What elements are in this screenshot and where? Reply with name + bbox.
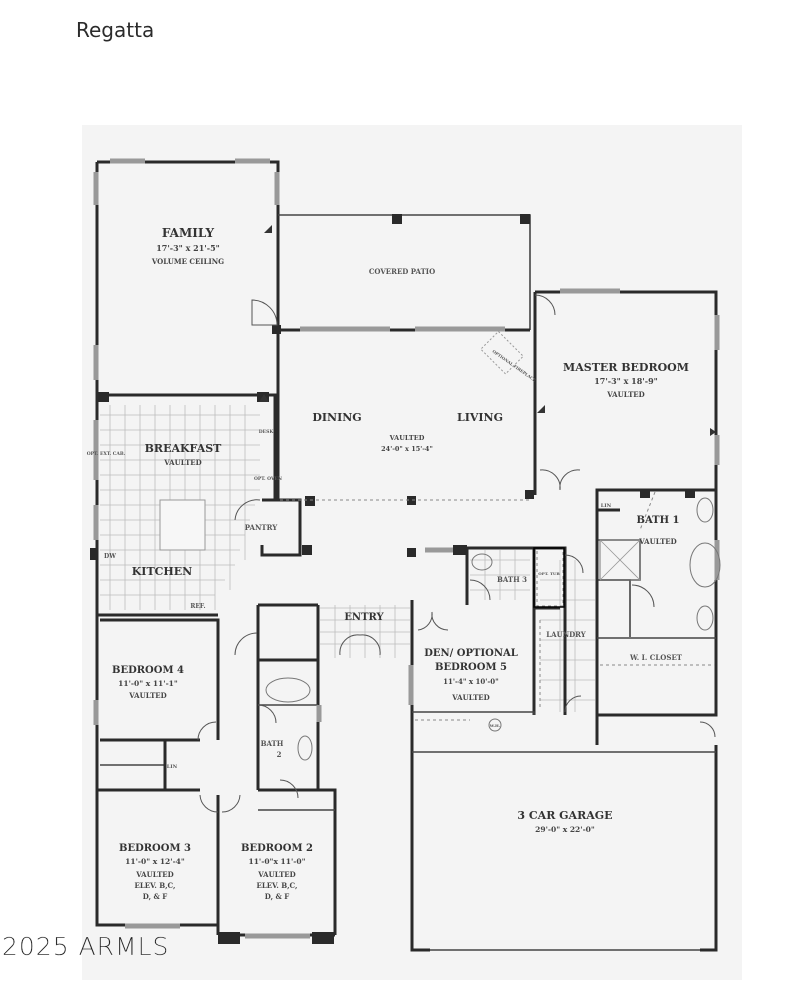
dining-living-note: VAULTED bbox=[389, 434, 425, 442]
bedroom3-dims: 11'-0" x 12'-4" bbox=[125, 857, 185, 866]
bath2-label-2: 2 bbox=[277, 750, 282, 759]
bedroom2-note: VAULTED bbox=[257, 870, 295, 879]
family-note: VOLUME CEILING bbox=[151, 257, 224, 266]
bedroom2-elev1: ELEV. B,C, bbox=[257, 881, 298, 890]
dashed-outlines bbox=[280, 499, 715, 721]
floor-plan: FAMILY 17'-3" x 21'-5" VOLUME CEILING CO… bbox=[82, 125, 742, 980]
den-label: DEN/ OPTIONAL bbox=[424, 648, 518, 659]
pantry-label: PANTRY bbox=[245, 523, 278, 532]
den-note: VAULTED bbox=[451, 693, 489, 702]
kitchen-tile-grid bbox=[100, 405, 260, 610]
lin-label: LIN bbox=[167, 764, 178, 770]
master-linen-label: LIN bbox=[601, 503, 612, 509]
bedroom2-dims: 11'-0"x 11'-0" bbox=[248, 857, 305, 866]
doors bbox=[197, 294, 716, 813]
living-label: LIVING bbox=[457, 411, 503, 424]
master-bedroom-note: VAULTED bbox=[606, 390, 644, 399]
floor-plan-drawing: FAMILY 17'-3" x 21'-5" VOLUME CEILING CO… bbox=[87, 158, 721, 952]
garage-dims: 29'-0" x 22'-0" bbox=[535, 825, 595, 834]
opt-oven-label: OPT. OVEN bbox=[254, 476, 282, 482]
bath2-label: BATH bbox=[261, 739, 284, 748]
breakfast-label: BREAKFAST bbox=[145, 442, 223, 455]
bath1-label: BATH 1 bbox=[637, 515, 680, 526]
kitchen-label: KITCHEN bbox=[132, 565, 192, 578]
covered-patio-label: COVERED PATIO bbox=[369, 267, 435, 276]
den-dims: 11'-4" x 10'-0" bbox=[443, 677, 499, 686]
copyright-watermark: 2025 ARMLS bbox=[2, 932, 170, 961]
dining-label: DINING bbox=[312, 411, 361, 424]
laundry-label: LAUNDRY bbox=[546, 630, 587, 639]
wi-closet-label: W. I. CLOSET bbox=[629, 653, 683, 662]
bedroom3-label: BEDROOM 3 bbox=[119, 843, 191, 854]
bath3-label: BATH 3 bbox=[497, 575, 527, 584]
fixtures bbox=[259, 225, 721, 761]
family-label: FAMILY bbox=[162, 226, 215, 240]
fixture-labels: DESK OPT. OVEN OPT. EXT. CAB. DW REF. LI… bbox=[87, 429, 612, 770]
page-title: Regatta bbox=[76, 18, 155, 42]
garage-label: 3 CAR GARAGE bbox=[517, 809, 612, 822]
water-heater-label: W.H. bbox=[489, 723, 501, 728]
bedroom4-dims: 11'-0" x 11'-1" bbox=[118, 679, 178, 688]
den-label-2: BEDROOM 5 bbox=[435, 662, 507, 673]
bedroom2-elev2: D, & F bbox=[265, 892, 289, 901]
bedroom3-note: VAULTED bbox=[135, 870, 173, 879]
master-bedroom-dims: 17'-3" x 18'-9" bbox=[594, 376, 658, 386]
master-bedroom-label: MASTER BEDROOM bbox=[563, 361, 689, 374]
optional-fireplace-label: OPTIONAL FIREPLACE bbox=[491, 349, 536, 383]
breakfast-note: VAULTED bbox=[163, 458, 201, 467]
entry-tile-grid bbox=[320, 550, 595, 712]
desk-label: DESK bbox=[259, 429, 275, 435]
bedroom2-label: BEDROOM 2 bbox=[241, 843, 313, 854]
bedroom3-elev2: D, & F bbox=[143, 892, 167, 901]
bedroom4-label: BEDROOM 4 bbox=[112, 665, 184, 676]
entry-label: ENTRY bbox=[344, 612, 384, 623]
bedroom3-elev1: ELEV. B,C, bbox=[135, 881, 176, 890]
room-labels: FAMILY 17'-3" x 21'-5" VOLUME CEILING CO… bbox=[112, 226, 689, 901]
opt-ext-cab-label: OPT. EXT. CAB. bbox=[87, 451, 126, 457]
posts bbox=[90, 214, 695, 944]
dw-label: DW bbox=[104, 553, 116, 560]
windows bbox=[93, 158, 720, 939]
bath1-note: VAULTED bbox=[638, 537, 676, 546]
opt-tub-label: OPT. TUB bbox=[538, 571, 560, 576]
dining-living-dims: 24'-0" x 15'-4" bbox=[381, 445, 433, 453]
ref-label: REF. bbox=[190, 603, 205, 610]
bedroom4-note: VAULTED bbox=[128, 691, 166, 700]
family-dims: 17'-3" x 21'-5" bbox=[156, 243, 220, 253]
walls bbox=[95, 160, 718, 952]
